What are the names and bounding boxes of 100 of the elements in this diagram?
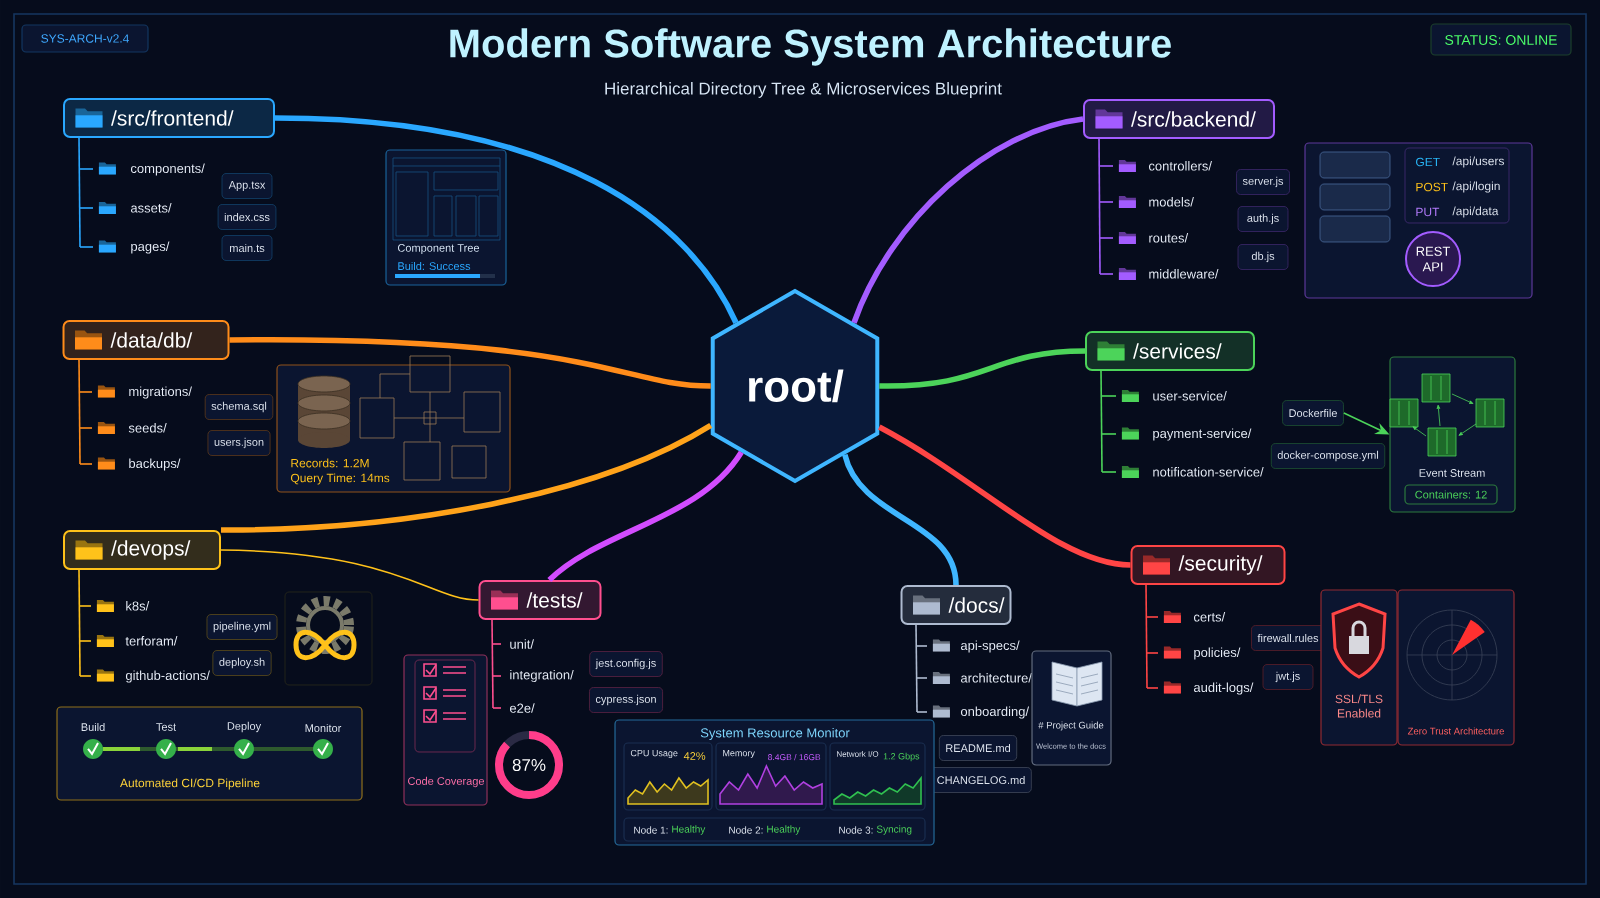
file-tag: docker-compose.yml	[1270, 443, 1386, 469]
tree-branch	[916, 677, 928, 679]
directory-item: notification-service/	[1121, 466, 1264, 478]
connector-line	[851, 116, 1084, 324]
file-tag: jest.config.js	[589, 651, 663, 677]
directory-item: pages/	[98, 240, 170, 254]
directory-header: /services/	[1085, 331, 1255, 371]
tree-trunk	[1098, 138, 1101, 275]
file-tag: deploy.sh	[212, 650, 272, 676]
connector-line	[220, 422, 713, 533]
directory-item: k8s/	[96, 600, 150, 612]
tree-branch	[492, 707, 502, 709]
directory-item: assets/	[98, 202, 172, 214]
tree-branch	[79, 640, 92, 642]
directory-item: policies/	[1163, 646, 1241, 660]
node-label: seeds/	[128, 423, 167, 433]
file-tag: firewall.rules	[1251, 625, 1325, 651]
tree-branch	[79, 391, 93, 393]
node-label: policies/	[1194, 647, 1241, 660]
directory-item: github-actions/	[96, 669, 210, 683]
node-label: pages/	[131, 241, 170, 254]
directory-item: routes/	[1118, 232, 1189, 244]
file-tag: users.json	[207, 430, 271, 456]
tree-branch	[1099, 201, 1114, 203]
directory-item: backups/	[97, 457, 181, 471]
file-tag: Dockerfile	[1282, 400, 1344, 426]
status-bar: Node 1: Healthy Node 2: Healthy Node 3: Syncing	[623, 817, 926, 842]
file-tag: index.css	[217, 204, 277, 230]
directory-item: user-service/	[1121, 390, 1227, 402]
tree-branch	[79, 427, 93, 429]
tree-branch	[79, 605, 92, 607]
file-tag: CHANGELOG.md	[930, 767, 1032, 793]
tag-box: Containers: 12	[1404, 484, 1498, 505]
node-label: k8s/	[126, 601, 150, 611]
tree-trunk	[491, 619, 494, 709]
directory-item: certs/	[1163, 611, 1226, 623]
directory-item: terforam/	[96, 635, 178, 647]
tree-trunk	[78, 137, 81, 248]
tree-branch	[1099, 273, 1114, 275]
directory-item: e2e/	[510, 703, 535, 713]
node-label: architecture/	[960, 673, 1032, 683]
pipeline-panel: Build Test Deploy Monitor Automated CI/CD Pipeline	[56, 706, 363, 801]
node-label: api-specs/	[960, 640, 1020, 653]
tree-branch	[79, 675, 92, 677]
directory-item: audit-logs/	[1163, 681, 1254, 695]
connector-line	[274, 115, 739, 325]
directory-header: /devops/	[63, 530, 221, 570]
directory-item: models/	[1118, 196, 1194, 208]
connector-line	[229, 337, 711, 389]
node-label: audit-logs/	[1193, 682, 1254, 695]
file-tag: jwt.js	[1262, 664, 1314, 690]
directory-header: /src/frontend/	[63, 98, 275, 138]
node-label: notification-service/	[1153, 467, 1264, 477]
tree-branch	[1146, 616, 1159, 618]
tree-trunk	[1145, 584, 1148, 689]
tree-trunk	[1100, 370, 1103, 473]
node-label: user-service/	[1153, 391, 1227, 401]
security-card: Zero Trust Architecture	[1397, 589, 1515, 746]
file-tag: db.js	[1237, 244, 1289, 270]
directory-item: api-specs/	[932, 639, 1020, 653]
file-tag: App.tsx	[221, 173, 273, 199]
directory-item: integration/	[510, 669, 574, 683]
tree-branch	[79, 168, 94, 170]
connector-line	[220, 549, 480, 601]
directory-item: seeds/	[97, 422, 167, 434]
node-label: payment-service/	[1153, 428, 1252, 441]
connector-line	[879, 348, 1086, 389]
file-tag: server.js	[1236, 169, 1290, 195]
tree-trunk	[78, 359, 81, 465]
directory-header: /src/backend/	[1083, 99, 1275, 139]
directory-item: controllers/	[1118, 160, 1212, 172]
node-label: onboarding/	[960, 706, 1030, 719]
file-tag: main.ts	[221, 235, 273, 261]
node-label: github-actions/	[125, 670, 210, 683]
directory-item: onboarding/	[932, 705, 1030, 719]
node-label: controllers/	[1148, 161, 1212, 171]
directory-item: components/	[98, 162, 205, 176]
tree-branch	[492, 643, 502, 645]
node-label: backups/	[129, 458, 181, 471]
node-label: models/	[1149, 197, 1194, 207]
tree-trunk	[915, 624, 918, 713]
connector-line	[547, 450, 744, 583]
tree-branch	[79, 246, 94, 248]
node-label: 87%	[512, 758, 546, 771]
directory-item: architecture/	[932, 672, 1032, 684]
file-tag: pipeline.yml	[206, 614, 278, 640]
tree-branch	[1099, 237, 1114, 239]
tree-branch	[1146, 687, 1159, 689]
node-label: middleware/	[1149, 269, 1219, 279]
version-badge: SYS-ARCH-v2.4	[21, 24, 149, 53]
tree-trunk	[78, 569, 81, 677]
file-tag: README.md	[938, 735, 1018, 761]
file-tag: auth.js	[1237, 206, 1289, 232]
node-label: terforam/	[125, 636, 178, 646]
directory-item: middleware/	[1118, 268, 1219, 280]
status-badge: STATUS: ONLINE	[1430, 23, 1572, 56]
tree-branch	[1146, 652, 1159, 654]
directory-item: payment-service/	[1121, 427, 1252, 441]
directory-header: /data/db/	[62, 320, 230, 360]
connector-line	[877, 424, 1131, 568]
